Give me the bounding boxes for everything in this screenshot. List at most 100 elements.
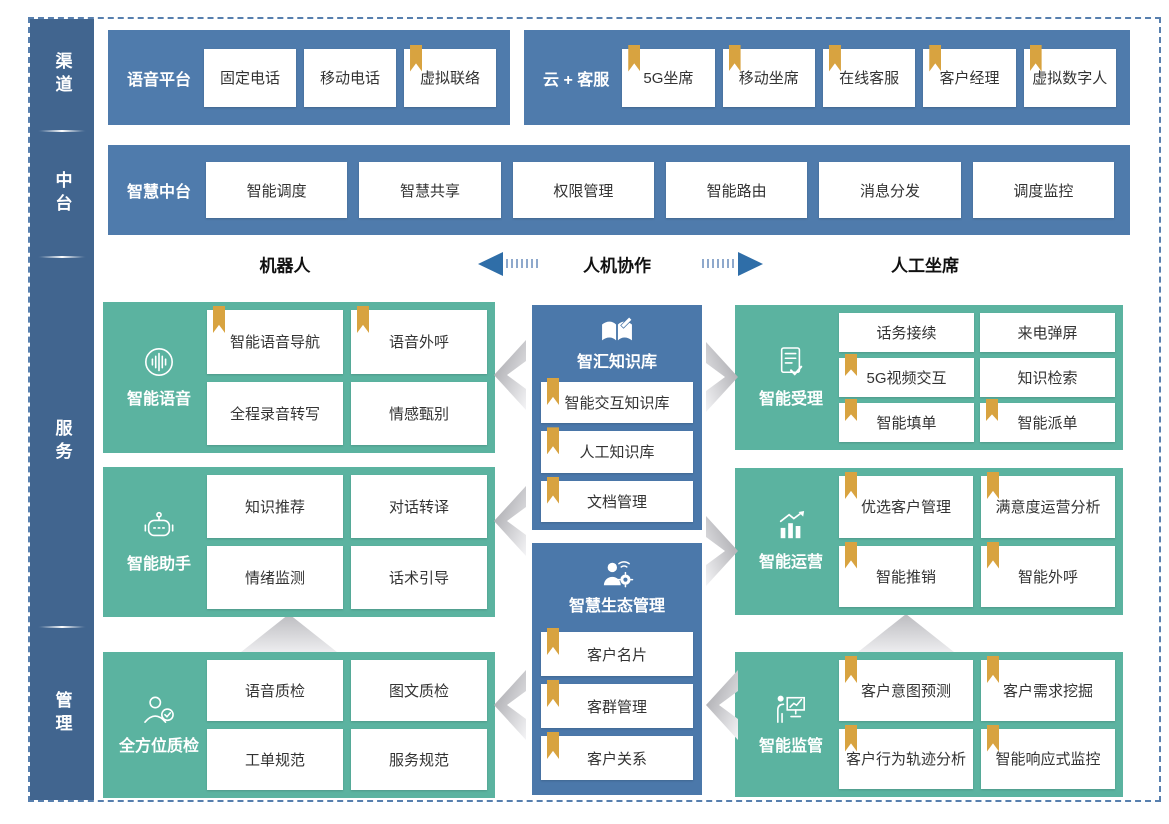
bookmark-icon: [547, 628, 559, 655]
feature-box: 情感甄别: [351, 381, 487, 445]
bookmark-icon: [828, 44, 841, 72]
feature-label: 客户行为轨迹分析: [845, 751, 966, 769]
chevron-right-icon: [706, 342, 738, 412]
sidebar-label: 渠道: [52, 51, 72, 98]
feature-label: 5G视频交互: [866, 370, 947, 387]
block-knowledge-base: 智汇知识库 智能交互知识库 人工知识库 文档管理: [532, 305, 702, 530]
band-label: 语音平台: [127, 71, 192, 89]
arrow-right-icon: [699, 251, 763, 276]
feature-box: 客户经理: [923, 44, 1016, 107]
block-head: 智慧生态管理: [541, 551, 693, 618]
feature-label: 对话转译: [388, 499, 449, 516]
block-label: 智能监管: [758, 738, 823, 755]
block-side: 智能监管: [743, 660, 839, 789]
feature-label: 全程录音转写: [229, 405, 320, 423]
feature-label: 满意度运营分析: [995, 499, 1101, 517]
feature-label: 图文质检: [388, 683, 449, 700]
block-side: 智能受理: [743, 313, 839, 442]
feature-box: 对话转译: [351, 475, 487, 538]
feature-box: 知识检索: [980, 358, 1115, 397]
feature-label: 虚拟联络: [420, 70, 481, 87]
feature-box: 权限管理: [512, 162, 654, 218]
feature-box: 来电弹屏: [980, 313, 1115, 352]
bookmark-icon: [987, 541, 999, 569]
block-smart-supervision: 智能监管 客户意图预测 客户需求挖掘 客户行为轨迹分析 智能响应式监控: [735, 652, 1123, 797]
bookmark-icon: [728, 44, 741, 72]
feature-label: 客群管理: [586, 698, 647, 716]
bookmark-icon: [213, 306, 225, 333]
feature-label: 客户名片: [586, 646, 647, 664]
feature-box: 智能响应式监控: [981, 724, 1115, 789]
feature-label: 客户关系: [586, 750, 647, 768]
bookmark-icon: [987, 656, 999, 683]
bookmark-icon: [987, 472, 999, 499]
block-label: 智能运营: [758, 554, 823, 571]
feature-box: 调度监控: [972, 162, 1114, 218]
block-smart-assistant: 智能助手 知识推荐 对话转译 情绪监测 话术引导: [103, 467, 495, 617]
feature-box: 人工知识库: [541, 427, 693, 473]
bookmark-icon: [628, 44, 641, 72]
feature-label: 固定电话: [220, 70, 281, 87]
block-quality-inspection: 全方位质检 语音质检 图文质检 工单规范 服务规范: [103, 652, 495, 798]
feature-box: 智能外呼: [981, 541, 1115, 607]
feature-label: 智能派单: [1017, 415, 1078, 432]
layer-sidebar: 渠道 中台 服务 管理: [30, 19, 94, 800]
bookmark-icon: [547, 732, 559, 759]
feature-box: 5G视频交互: [839, 354, 974, 397]
block-side: 全方位质检: [111, 660, 207, 790]
bookmark-icon: [845, 724, 857, 752]
feature-label: 工单规范: [244, 752, 305, 769]
block-ecosystem-management: 智慧生态管理 客户名片 客群管理 客户关系: [532, 543, 702, 795]
channel-row: 语音平台 固定电话 移动电话 虚拟联络 云 + 客服 5G坐席 移动坐席 在线客…: [108, 30, 1130, 125]
sidebar-divider: [38, 626, 86, 628]
feature-label: 移动坐席: [738, 70, 799, 87]
feature-label: 智慧共享: [400, 182, 461, 200]
bookmark-icon: [547, 378, 559, 405]
header-robot: 机器人: [259, 256, 311, 275]
chevron-left-icon: [706, 670, 738, 740]
feature-box: 5G坐席: [622, 44, 715, 107]
feature-box: 智能路由: [666, 162, 808, 218]
feature-box: 客户意图预测: [839, 656, 973, 721]
sidebar-section-channel: 渠道: [30, 19, 94, 130]
block-label: 智能助手: [126, 555, 191, 573]
feature-box: 工单规范: [207, 729, 343, 790]
block-head: 智汇知识库: [541, 313, 693, 374]
cloud-service-band: 云 + 客服 5G坐席 移动坐席 在线客服 客户经理 虚拟数字人: [524, 30, 1130, 125]
feature-label: 权限管理: [553, 182, 614, 200]
bookmark-icon: [845, 354, 857, 376]
feature-label: 5G坐席: [643, 70, 694, 87]
voice-icon: [143, 346, 175, 378]
feature-box: 固定电话: [204, 48, 297, 107]
bookmark-icon: [845, 472, 857, 499]
block-label: 智能受理: [758, 391, 823, 408]
feature-label: 来电弹屏: [1017, 325, 1078, 342]
voice-platform-band: 语音平台 固定电话 移动电话 虚拟联络: [108, 30, 510, 125]
bookmark-icon: [547, 427, 559, 455]
feature-label: 语音质检: [244, 683, 305, 700]
bookmark-icon: [845, 541, 857, 569]
feature-box: 客户需求挖掘: [981, 656, 1115, 721]
feature-box: 客户关系: [541, 732, 693, 780]
feature-box: 在线客服: [822, 44, 916, 107]
feature-box: 优选客户管理: [839, 472, 973, 538]
monitor-board-icon: [774, 693, 808, 725]
feature-label: 客户经理: [939, 70, 1000, 87]
sidebar-section-management: 管理: [30, 628, 94, 800]
bookmark-icon: [845, 656, 857, 683]
feature-box: 服务规范: [351, 729, 487, 790]
feature-box: 话术引导: [351, 546, 487, 609]
feature-box: 智能交互知识库: [541, 378, 693, 424]
section-header-row: 机器人 人机协作 人工坐席: [108, 235, 1130, 292]
feature-box: 文档管理: [541, 476, 693, 522]
header-human-machine: 人机协作: [583, 256, 651, 275]
feature-box: 智能调度: [206, 162, 348, 218]
band-label: 云 + 客服: [543, 71, 610, 89]
feature-label: 智能语音导航: [229, 334, 320, 352]
feature-label: 优选客户管理: [860, 499, 951, 517]
middle-platform-band: 智慧中台 智能调度 智慧共享 权限管理 智能路由 消息分发 调度监控: [108, 145, 1130, 235]
bookmark-icon: [547, 476, 559, 504]
feature-label: 话术引导: [388, 570, 449, 587]
feature-label: 智能路由: [706, 182, 767, 200]
feature-box: 消息分发: [819, 162, 961, 218]
